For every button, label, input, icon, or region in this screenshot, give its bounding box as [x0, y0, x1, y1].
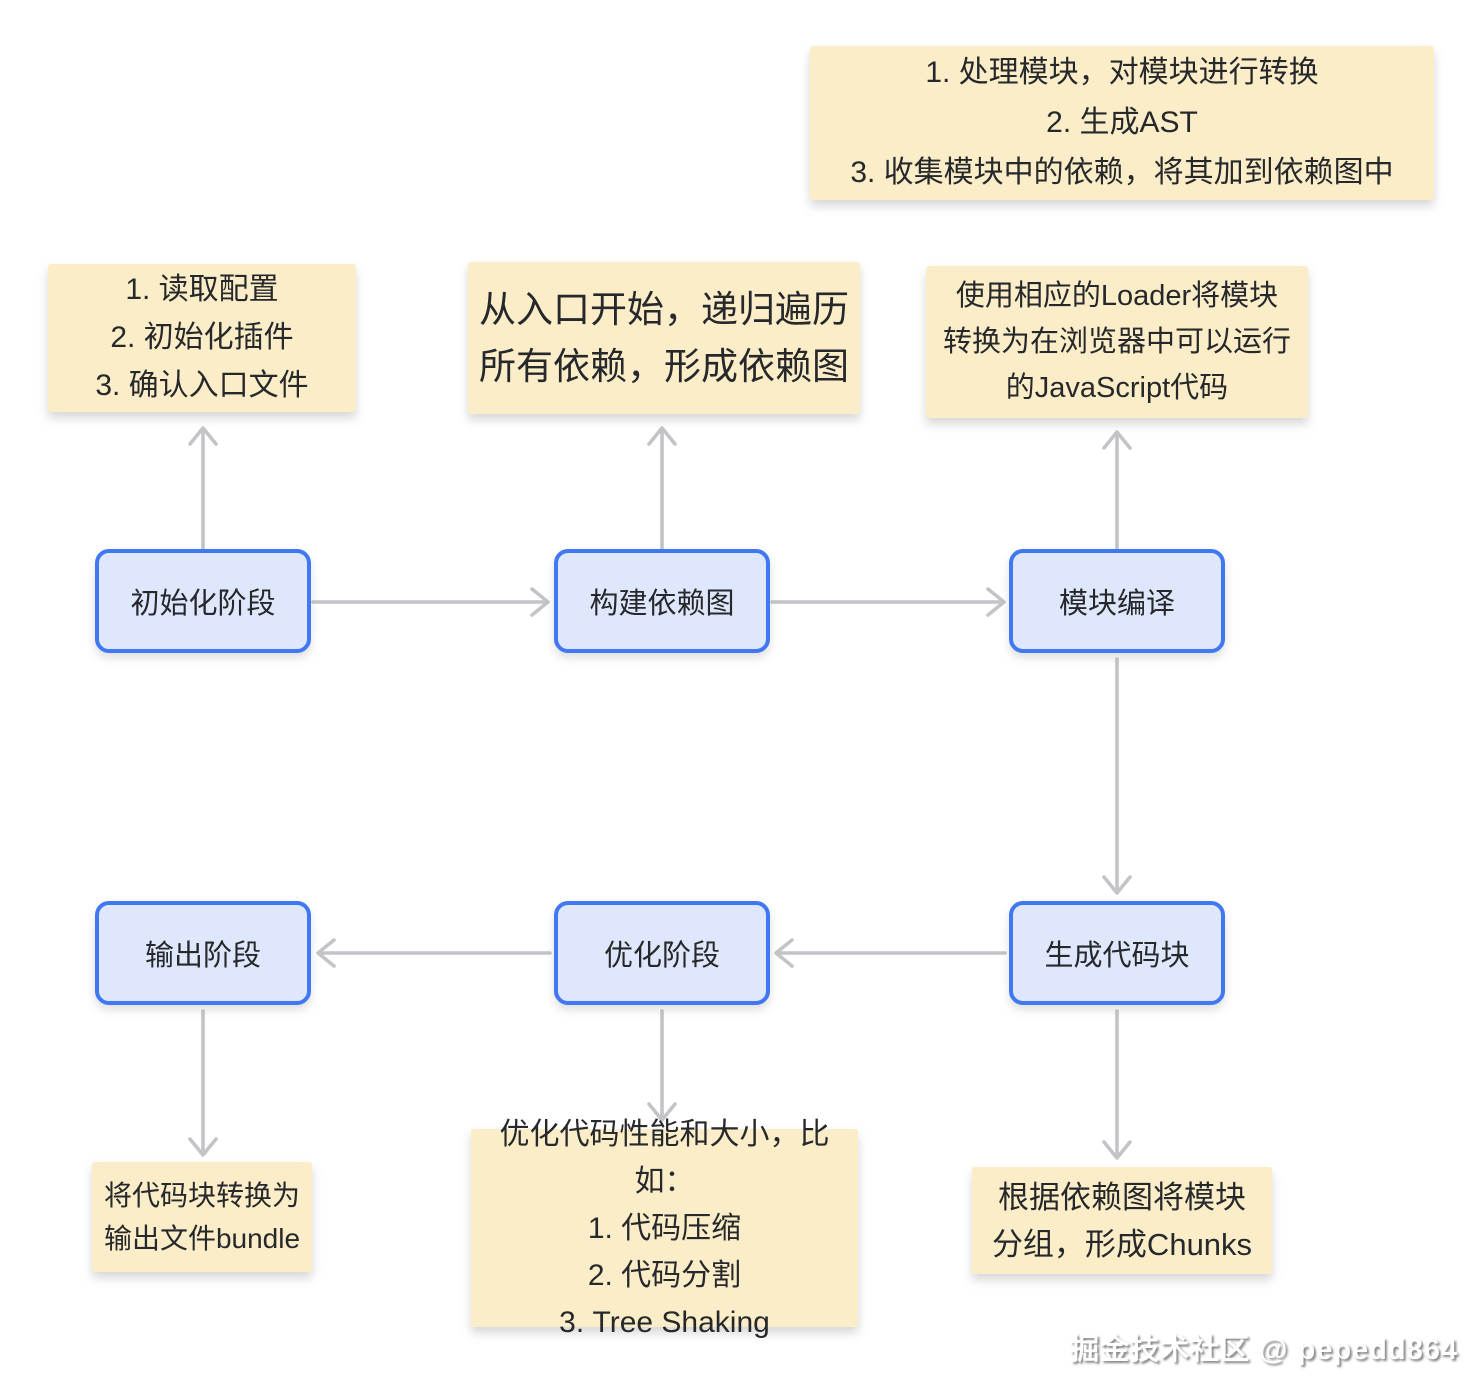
node-output-stage: 输出阶段	[95, 901, 311, 1005]
arrow-chunks-to-note	[1102, 1009, 1132, 1160]
note-loader-desc: 使用相应的Loader将模块 转换为在浏览器中可以运行 的JavaScript代…	[926, 266, 1308, 418]
node-build-dependency-graph-label: 构建依赖图	[589, 588, 735, 620]
node-module-compile: 模块编译	[1009, 549, 1225, 653]
note-bundle-output-desc: 将代码块转换为 输出文件bundle	[92, 1162, 312, 1272]
note-chunks-grouping-desc-text: 根据依赖图将模块 分组，形成Chunks	[991, 1179, 1253, 1262]
note-dependency-graph-desc-text: 从入口开始，递归遍历 所有依赖，形成依赖图	[479, 289, 849, 387]
note-dependency-graph-desc: 从入口开始，递归遍历 所有依赖，形成依赖图	[468, 262, 860, 414]
note-init-steps: 1. 读取配置 2. 初始化插件 3. 确认入口文件	[48, 264, 356, 412]
watermark: 掘金技术社区 @ pepedd864	[1070, 1334, 1458, 1366]
arrow-init-to-note	[188, 426, 218, 550]
node-build-dependency-graph: 构建依赖图	[554, 549, 770, 653]
note-chunks-grouping-desc: 根据依赖图将模块 分组，形成Chunks	[972, 1167, 1272, 1274]
note-init-steps-text: 1. 读取配置 2. 初始化插件 3. 确认入口文件	[95, 273, 309, 402]
node-generate-chunks-label: 生成代码块	[1044, 940, 1190, 972]
note-optimization-desc-text: 优化代码性能和大小，比如： 1. 代码压缩 2. 代码分割 3. Tree Sh…	[499, 1117, 830, 1339]
note-bundle-output-desc-text: 将代码块转换为 输出文件bundle	[103, 1180, 301, 1254]
note-module-processing-steps-text: 1. 处理模块，对模块进行转换 2. 生成AST 3. 收集模块中的依赖，将其加…	[850, 56, 1394, 189]
arrow-build-to-compile	[770, 587, 1006, 617]
node-init-stage: 初始化阶段	[95, 549, 311, 653]
node-init-stage-label: 初始化阶段	[130, 588, 276, 620]
node-generate-chunks: 生成代码块	[1009, 901, 1225, 1005]
arrow-compile-to-chunks	[1102, 657, 1132, 895]
arrow-build-to-note	[647, 426, 677, 550]
arrow-chunks-to-optimize	[774, 938, 1007, 968]
arrow-optimize-to-note	[647, 1009, 677, 1122]
arrow-compile-to-note	[1102, 430, 1132, 550]
note-optimization-desc: 优化代码性能和大小，比如： 1. 代码压缩 2. 代码分割 3. Tree Sh…	[471, 1118, 858, 1339]
arrow-init-to-build	[311, 587, 550, 617]
arrow-output-to-note	[188, 1009, 218, 1157]
node-module-compile-label: 模块编译	[1058, 588, 1175, 620]
node-optimize-stage-label: 优化阶段	[603, 940, 720, 972]
note-module-processing-steps: 1. 处理模块，对模块进行转换 2. 生成AST 3. 收集模块中的依赖，将其加…	[810, 46, 1434, 200]
note-loader-desc-text: 使用相应的Loader将模块 转换为在浏览器中可以运行 的JavaScript代…	[942, 280, 1291, 404]
node-output-stage-label: 输出阶段	[144, 940, 261, 972]
arrow-optimize-to-output	[316, 938, 552, 968]
node-optimize-stage: 优化阶段	[554, 901, 770, 1005]
